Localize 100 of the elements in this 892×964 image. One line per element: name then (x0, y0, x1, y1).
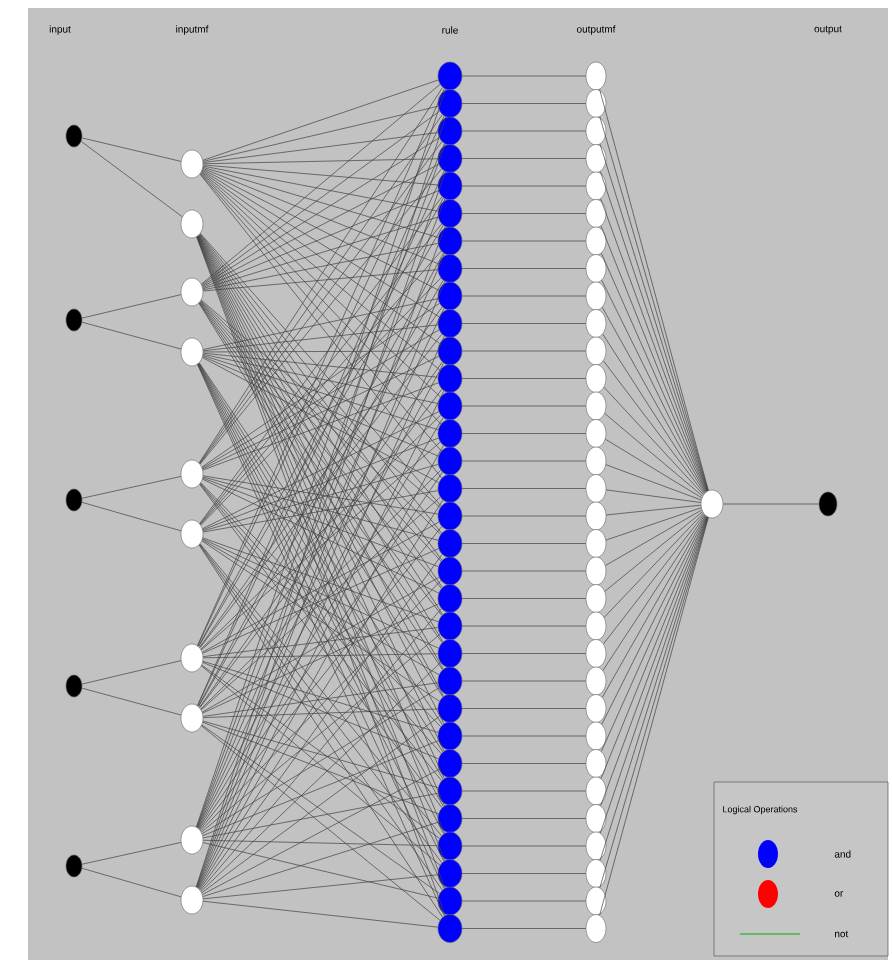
connection-line (202, 721, 439, 815)
connection-line (461, 185, 587, 187)
connection-line (202, 478, 439, 594)
connection-line (603, 360, 705, 495)
connection-line (81, 476, 182, 499)
connection-line (461, 378, 587, 379)
connection-line (202, 740, 439, 836)
connection-line (461, 873, 587, 874)
connection-line (201, 576, 440, 713)
output-membership-node (585, 474, 607, 503)
membership-node (180, 277, 204, 307)
connection-line (202, 166, 439, 238)
output-membership-node (585, 226, 607, 256)
connection-line (202, 769, 440, 895)
output-membership-node (585, 116, 607, 146)
connection-line (202, 269, 439, 292)
connection-line (461, 708, 587, 709)
connection-line (199, 608, 442, 891)
connection-line (202, 79, 439, 161)
output-membership-node (585, 391, 607, 421)
connection-line (81, 321, 182, 350)
connection-line (461, 625, 587, 627)
connection-line (81, 502, 182, 532)
output-membership-node (585, 446, 607, 476)
output-membership-node (585, 611, 607, 641)
connection-line (202, 355, 439, 431)
output-membership-node (585, 89, 607, 118)
connection-line (202, 350, 439, 353)
connection-line (202, 437, 439, 531)
input-node (65, 488, 83, 512)
connection-line (202, 521, 440, 653)
output-node (818, 491, 838, 517)
connection-line (202, 477, 439, 567)
connection-line (202, 324, 439, 352)
connection-line (603, 386, 704, 496)
connection-line (202, 874, 439, 900)
connection-line (461, 735, 587, 737)
output-membership-node (585, 61, 607, 91)
connection-line (202, 682, 439, 717)
output-membership-node (585, 254, 607, 283)
connection-line (201, 137, 440, 287)
connection-line (461, 295, 587, 297)
connection-line (461, 103, 587, 104)
connection-line (461, 130, 587, 132)
connection-line (202, 382, 439, 471)
connection-line (602, 514, 706, 671)
membership-node (180, 149, 204, 179)
output-membership-node (585, 749, 607, 778)
connection-line (201, 302, 440, 468)
connection-line (202, 243, 439, 291)
membership-node (180, 643, 204, 673)
connection-line (604, 511, 703, 592)
membership-node (180, 703, 204, 733)
connection-line (722, 503, 820, 505)
output-membership-node (585, 666, 607, 696)
connection-line (461, 158, 587, 159)
connection-line (202, 720, 439, 788)
connection-line (461, 928, 587, 929)
membership-node (180, 885, 204, 915)
output-membership-node (585, 171, 607, 201)
output-membership-node (585, 281, 607, 311)
connection-line (461, 790, 587, 792)
output-membership-node (585, 309, 607, 338)
connection-line (202, 537, 439, 623)
input-node (65, 308, 83, 332)
connection-line (461, 680, 587, 682)
output-membership-node (585, 831, 607, 861)
connection-line (461, 653, 587, 654)
output-membership-node (585, 639, 607, 668)
connection-line (202, 168, 439, 265)
connection-line (201, 540, 440, 702)
connection-line (201, 329, 440, 469)
membership-node (180, 337, 204, 367)
connection-line (461, 598, 587, 599)
connection-line (81, 660, 182, 685)
connection-line (461, 543, 587, 544)
connection-line (461, 75, 587, 77)
output-membership-node (585, 886, 607, 916)
connection-line (202, 190, 439, 288)
output-membership-node (585, 501, 607, 531)
connection-line (201, 539, 440, 676)
connection-line (461, 350, 587, 352)
output-membership-node (585, 859, 607, 888)
connection-line (202, 842, 439, 899)
connection-line (81, 868, 182, 898)
connection-line (605, 489, 702, 503)
output-membership-node (585, 694, 607, 723)
connection-line (461, 433, 587, 434)
connection-line (202, 164, 439, 186)
connection-line (202, 298, 439, 350)
connection-line (202, 354, 439, 404)
connection-line (81, 842, 182, 865)
connection-line (461, 240, 587, 242)
connection-line (202, 660, 439, 733)
connection-line (202, 411, 440, 530)
output-membership-node (585, 364, 607, 393)
output-membership-node (585, 914, 607, 943)
connection-line (603, 512, 704, 618)
connection-line (202, 216, 439, 290)
membership-node (180, 825, 204, 855)
